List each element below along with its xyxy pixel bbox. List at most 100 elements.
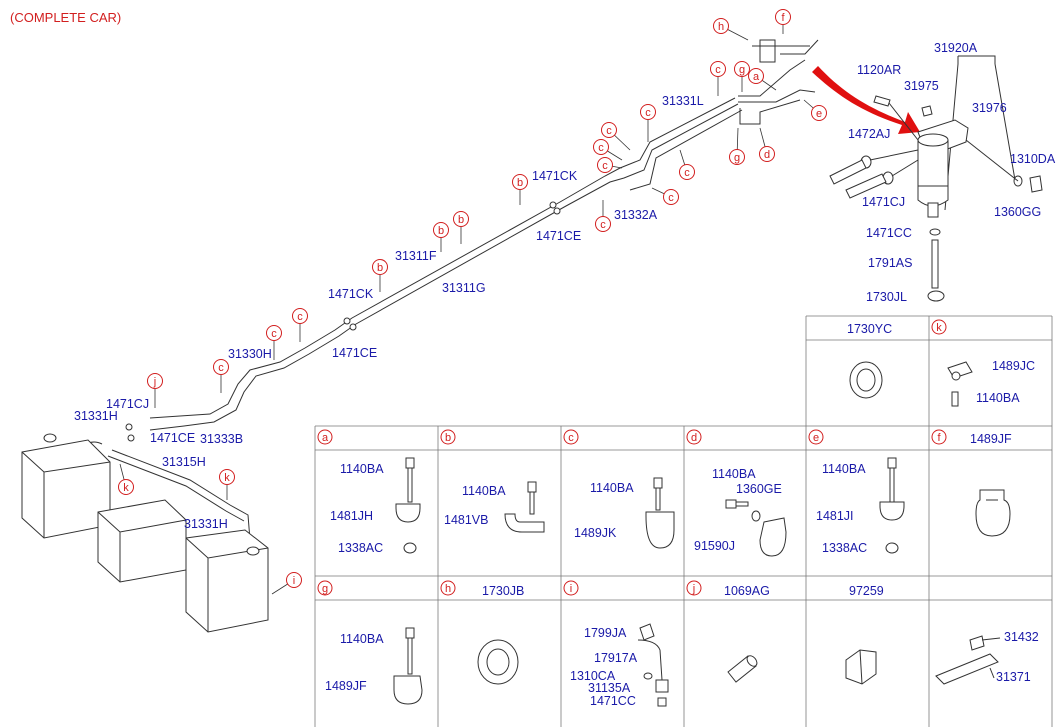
callout-letter-b3: b: [458, 214, 464, 226]
label-31920A: 31920A: [934, 41, 978, 55]
label-31330H: 31330H: [228, 347, 272, 361]
label-1471CC-i: 1471CC: [590, 694, 636, 708]
label-31315H: 31315H: [162, 455, 206, 469]
label-1471CE-b: 1471CE: [332, 346, 377, 360]
callout-circle-b4: [372, 259, 388, 275]
part-e-drawing: [879, 457, 905, 554]
callout-circle-b2: [433, 222, 449, 238]
header-1730JB: 1730JB: [482, 584, 524, 598]
label-1338AC-e: 1338AC: [822, 541, 867, 555]
callout-c4: c: [593, 139, 623, 161]
callout-c9: c: [292, 308, 308, 342]
table-badge-letter: i: [570, 583, 572, 595]
callout-circle-c4: [593, 139, 609, 155]
table-badge-d: d: [686, 429, 702, 445]
callout-circle-f: [775, 9, 791, 25]
table-badge-circle: [686, 580, 702, 596]
table-grid: [314, 425, 1052, 727]
table-badge-e: e: [808, 429, 824, 445]
label-17917A: 17917A: [594, 651, 638, 665]
label-1471CK-a: 1471CK: [532, 169, 578, 183]
header-1730YC: 1730YC: [847, 322, 892, 336]
part-1489JC-drawing: [947, 361, 973, 407]
callout-circle-b1: [512, 174, 528, 190]
label-31311F: 31311F: [395, 249, 437, 263]
callout-circle-c7: [663, 189, 679, 205]
callout-letter-c7: c: [668, 192, 674, 204]
table-badge-j: j: [686, 580, 702, 596]
table-badge-f: f: [931, 429, 947, 445]
table-badge-letter: e: [813, 432, 819, 444]
callout-c7: c: [651, 187, 679, 205]
table-badge-letter: j: [692, 583, 695, 595]
callout-d1: d: [759, 127, 775, 162]
filter-outlet: [927, 202, 939, 218]
bolt-1120AR: [873, 95, 891, 107]
callout-letter-c9: c: [297, 311, 303, 323]
label-1489JF-g: 1489JF: [325, 679, 367, 693]
callout-letter-k1: k: [123, 482, 129, 494]
label-1489JK: 1489JK: [574, 526, 617, 540]
callout-b1: b: [512, 174, 528, 205]
label-1310DA: 1310DA: [1010, 152, 1056, 166]
clip-1471CE-a: [553, 207, 561, 215]
table-badge-letter: a: [322, 432, 329, 444]
tank-1-cap: [43, 433, 57, 443]
label-1472AJ: 1472AJ: [848, 127, 890, 141]
callout-letter-g1: g: [739, 64, 745, 76]
callout-circle-c5: [597, 157, 613, 173]
hose-link-a: [869, 149, 919, 161]
label-1140BA-b: 1140BA: [462, 484, 506, 498]
label-31371: 31371: [996, 670, 1031, 684]
table-badge-circle: [686, 429, 702, 445]
label-1140BA-a: 1140BA: [340, 462, 384, 476]
callout-circle-c6: [679, 164, 695, 180]
label-31332A: 31332A: [614, 208, 658, 222]
callout-circle-i1: [286, 572, 302, 588]
callout-i1: i: [271, 572, 302, 595]
callout-j1: j: [147, 373, 163, 408]
hose-outlet: [845, 173, 887, 199]
header-97259: 97259: [849, 584, 884, 598]
callout-c3: c: [601, 122, 631, 151]
callout-letter-i1: i: [293, 575, 295, 587]
table-badge-circle: [563, 580, 579, 596]
parts-table: 1730YC 1489JC 1140BA 1489JF 1140BA 1481J…: [314, 315, 1053, 727]
table-badge-letter: d: [691, 432, 697, 444]
part-31371-drawing: [935, 635, 1001, 685]
callout-k2: k: [219, 469, 235, 500]
callout-letter-c1: c: [715, 64, 721, 76]
table-badge-circle: [440, 580, 456, 596]
callout-letter-e1: e: [816, 108, 822, 120]
callout-c1: c: [710, 61, 726, 96]
hose-link-b: [891, 159, 919, 177]
ring-1471CC: [929, 228, 941, 236]
part-a-drawing: [395, 457, 421, 554]
page-title: (COMPLETE CAR): [10, 10, 121, 25]
part-g-drawing: [393, 627, 423, 705]
callout-f: f: [775, 9, 791, 34]
callout-letter-c3: c: [606, 125, 612, 137]
cap-1310DA: [1029, 175, 1043, 193]
red-pointer-arrow: [812, 66, 920, 134]
table-badge-b: b: [440, 429, 456, 445]
callout-circle-a: [748, 68, 764, 84]
label-1120AR: 1120AR: [857, 63, 901, 77]
label-31135A: 31135A: [588, 681, 631, 695]
label-31976: 31976: [972, 101, 1007, 115]
line-a: [738, 59, 806, 97]
callout-circle-b3: [453, 211, 469, 227]
line-b: [738, 89, 816, 103]
callout-k1: k: [118, 463, 134, 495]
clip-1471CK-b: [343, 317, 351, 325]
fuel-lines: [77, 39, 819, 541]
callout-g1: g: [734, 61, 750, 92]
callout-letter-k2: k: [224, 472, 230, 484]
label-31432: 31432: [1004, 630, 1039, 644]
table-badge-circle: [808, 429, 824, 445]
callout-circle-c8: [595, 216, 611, 232]
filter-top: [917, 133, 949, 147]
callout-b2: b: [433, 222, 449, 252]
label-1471CJ-b: 1471CJ: [106, 397, 149, 411]
callout-letter-c11: c: [218, 362, 224, 374]
